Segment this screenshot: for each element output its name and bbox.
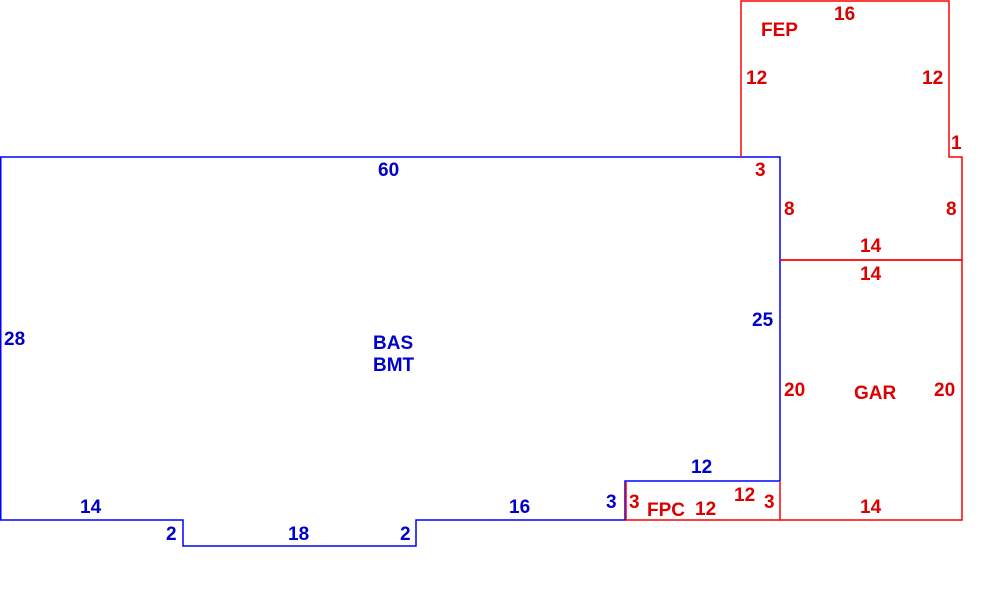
dim-label: 1 [951,133,962,154]
dim-label: 14 [80,497,102,518]
dim-label: 25 [752,310,774,331]
dim-label: 16 [509,497,530,518]
dim-label: 16 [834,4,855,25]
gar-outline [780,259,963,521]
dim-label: 20 [934,380,955,401]
dim-label: 3 [764,492,775,513]
fep-label: FEP [761,20,798,41]
fpc-outline [625,482,781,521]
dim-label: 14 [860,264,882,285]
dim-label: 8 [946,199,957,220]
dim-label: 12 [695,499,716,520]
dim-label: 2 [400,524,411,545]
dim-label: 14 [860,236,882,257]
dim-label: 28 [4,329,25,350]
dim-label: 20 [784,380,805,401]
dim-label: 3 [606,492,617,513]
bmt-label: BMT [373,355,415,376]
dim-label: 3 [755,160,766,181]
dim-label: 12 [691,457,712,478]
dim-label: 12 [734,485,755,506]
dim-label: 8 [784,199,795,220]
dim-label: 18 [288,524,309,545]
dim-label: 2 [166,524,177,545]
fpc-label: FPC [647,500,685,521]
bas-label: BAS [373,333,413,354]
dim-label: 12 [746,68,767,89]
gar-label: GAR [854,383,897,404]
dim-label: 14 [860,497,882,518]
bas-outline [0,156,781,547]
dim-label: 12 [922,68,943,89]
dim-label: 3 [629,492,640,513]
dim-label: 60 [378,160,399,181]
